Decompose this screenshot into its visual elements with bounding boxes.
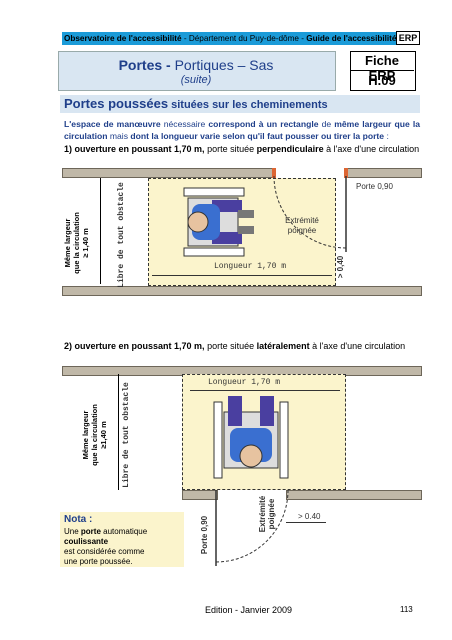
- note-l1d: coulissante: [64, 537, 109, 546]
- note-body: Une porte automatique coulissante est co…: [64, 527, 184, 567]
- case1-end: à l'axe d'une circulation: [323, 144, 420, 154]
- case2-width-label-2: que la circulation: [90, 404, 99, 466]
- header-departement: - Département du Puy-de-dôme -: [181, 34, 307, 43]
- note-box: [60, 512, 184, 567]
- case1-length-label: Longueur 1,70 m: [214, 262, 287, 271]
- case1-bold2: perpendiculaire: [256, 144, 324, 154]
- case1-num: 1): [64, 144, 73, 154]
- case2-width-dim-line: [118, 374, 119, 490]
- case2-width-label-1: Même largeur: [81, 410, 90, 460]
- case2-bold: ouverture en poussant 1,70 m,: [72, 341, 205, 351]
- case2-obstacle-label: Libre de tout obstacle: [122, 382, 131, 488]
- note-line-3: une porte poussée.: [64, 557, 133, 566]
- section-title: Portes poussées situées sur les cheminem…: [64, 96, 328, 111]
- fiche-label: Fiche ERP: [365, 53, 399, 83]
- note-line-1: Une porte automatique coulissante: [64, 527, 184, 547]
- case1-width-label: Même largeur que la circulation ≥ 1,40 m: [63, 193, 93, 293]
- case1-length-dim-line: [152, 275, 332, 276]
- title-rest: Portiques – Sas: [174, 57, 274, 73]
- footer-edition: Edition - Janvier 2009: [205, 605, 293, 615]
- case2-offset-dim-line: [286, 522, 326, 523]
- case1-bold: ouverture en poussant 1,70 m,: [72, 144, 205, 154]
- header-guide: Guide de l'accessibilité: [306, 34, 397, 43]
- title-bold: Portes -: [118, 57, 175, 73]
- case1-width-label-2: que la circulation: [72, 212, 81, 274]
- section-title-main: Portes poussées: [64, 96, 169, 111]
- case2-bold2: latéralement: [256, 341, 310, 351]
- case2-width-label-3: ≥1,40 m: [99, 421, 108, 449]
- note-l1c: automatique: [100, 527, 148, 536]
- note-title: Nota :: [64, 514, 93, 525]
- case1-width-label-3: ≥ 1,40 m: [81, 228, 90, 258]
- intro-t8: :: [384, 131, 389, 141]
- case1-heading: 1) ouverture en poussant 1,70 m, porte s…: [64, 144, 419, 154]
- case1-width-label-1: Même largeur: [63, 218, 72, 268]
- section-box: [60, 95, 420, 113]
- intro-paragraph: L'espace de manœuvre nécessaire correspo…: [64, 118, 420, 142]
- intro-t1: L'espace de manœuvre: [64, 119, 161, 129]
- intro-t3: correspond à un rectangle: [208, 119, 319, 129]
- case2-door-label: Porte 0,90: [200, 515, 209, 555]
- wall-bottom: [62, 286, 422, 296]
- intro-t6: mais: [107, 131, 131, 141]
- intro-t2: nécessaire: [160, 119, 209, 129]
- intro-t7: dont la longueur varie selon qu'il faut …: [130, 131, 385, 141]
- case2-handle-label: Extrémité poignée: [258, 494, 278, 534]
- case1-handle-label-1: Extrémité: [285, 216, 319, 225]
- case1-handle-label-2: poignée: [287, 226, 317, 235]
- section-title-rest: situées sur les cheminements: [168, 99, 328, 111]
- case2-mid: porte située: [204, 341, 257, 351]
- header-observatoire: Observatoire de l'accessibilité: [64, 34, 182, 43]
- intro-t5: même largeur que la circulation: [64, 119, 420, 141]
- case1-mid: porte située: [204, 144, 257, 154]
- case1-door-label: Porte 0,90: [356, 182, 393, 191]
- case2-handle-label-2: poignée: [267, 498, 276, 530]
- door-swing-1: [273, 176, 347, 252]
- erp-badge: ERP: [396, 31, 420, 45]
- case2-length-label: Longueur 1,70 m: [208, 378, 281, 387]
- wall2-bottom-left: [182, 490, 218, 500]
- wall2-bottom-right: [286, 490, 422, 500]
- header-bar: [62, 32, 418, 45]
- door-jamb-right: [344, 168, 348, 178]
- wheelchair-user-icon-2: [213, 396, 289, 479]
- fiche-box: [350, 51, 416, 91]
- page-number: 113: [400, 605, 413, 614]
- case1-width-dim-line: [100, 178, 101, 284]
- case2-end: à l'axe d'une circulation: [309, 341, 406, 351]
- note-l1b: porte: [80, 527, 101, 536]
- page-subtitle: (suite): [180, 74, 212, 86]
- case1-offset-label: > 0,40: [336, 255, 345, 279]
- door-swing-2: [215, 489, 289, 566]
- case2-offset-label: > 0.40: [298, 512, 321, 521]
- case2-width-label: Même largeur que la circulation ≥1,40 m: [81, 385, 111, 485]
- case1-obstacle-label: Libre de tout obstacle: [117, 182, 126, 288]
- case2-num: 2): [64, 341, 73, 351]
- case2-length-dim-line: [190, 390, 340, 391]
- title-box: [58, 51, 336, 91]
- case2-handle-label-1: Extrémité: [258, 495, 267, 533]
- note-line-2: est considérée comme: [64, 547, 145, 556]
- header-text: Observatoire de l'accessibilité - Départ…: [64, 33, 396, 44]
- wheelchair-user-icon: [183, 187, 254, 257]
- wall-top-left: [62, 168, 276, 178]
- note-l1a: Une: [64, 527, 81, 536]
- case2-heading: 2) ouverture en poussant 1,70 m, porte s…: [64, 341, 405, 351]
- page-title: Portes - Portiques – Sas: [58, 57, 334, 73]
- door-jamb-left: [272, 168, 276, 178]
- wall-top-right: [346, 168, 422, 178]
- fiche-code: H.09: [350, 70, 414, 88]
- case1-handle-label: Extrémité poignée: [284, 216, 320, 236]
- intro-t4: de: [318, 119, 335, 129]
